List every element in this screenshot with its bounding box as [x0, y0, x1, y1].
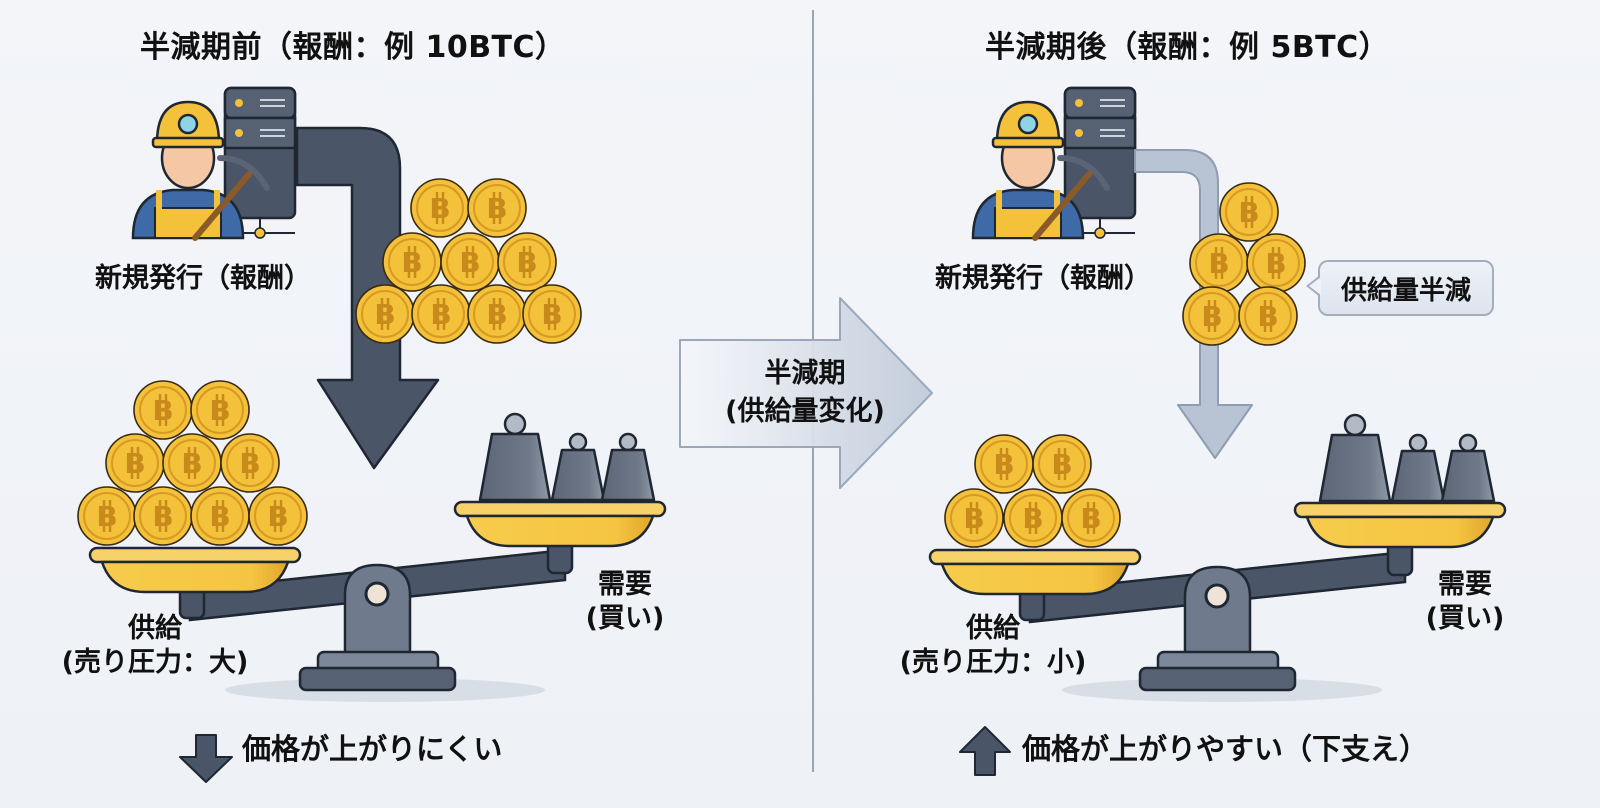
bitcoin-coin-icon: [410, 178, 470, 238]
bitcoin-coin-icon: [133, 380, 193, 440]
arrow-down-icon: [179, 734, 233, 783]
bitcoin-coin-icon: [1189, 233, 1249, 293]
bitcoin-coin-icon: [974, 434, 1034, 494]
before-demand-pan: [453, 500, 667, 548]
after-pan-coins: [944, 434, 1121, 548]
before-result-text: 価格が上がりにくい: [242, 732, 503, 766]
transition-line1: 半減期: [764, 358, 846, 389]
after-title: 半減期後（報酬：例 5BTC）: [985, 30, 1390, 65]
bitcoin-coin-icon: [467, 178, 527, 238]
after-supply-pan: [928, 548, 1142, 596]
bitcoin-coin-icon: [1061, 488, 1121, 548]
bitcoin-coin-icon: [467, 284, 527, 344]
after-supply-line2: (売り圧力：小): [899, 647, 1087, 678]
after-weights-icon: [1318, 413, 1496, 503]
bitcoin-coin-icon: [1219, 182, 1279, 242]
transition-line2: (供給量変化): [725, 396, 885, 427]
bitcoin-coin-icon: [77, 486, 137, 546]
before-supply-line1: 供給: [128, 613, 182, 644]
bitcoin-coin-icon: [497, 232, 557, 292]
bitcoin-coin-icon: [190, 486, 250, 546]
bitcoin-coin-icon: [248, 486, 308, 546]
before-pan-coins: [77, 380, 308, 546]
before-demand-line2: (買い): [585, 603, 665, 634]
bitcoin-coin-icon: [220, 433, 280, 493]
bitcoin-coin-icon: [1238, 286, 1298, 346]
bitcoin-coin-icon: [355, 284, 415, 344]
after-supply-label: 供給 (売り圧力：小): [878, 612, 1108, 680]
arrow-right-icon: [679, 297, 933, 489]
bitcoin-coin-icon: [382, 232, 442, 292]
after-supply-line1: 供給: [966, 613, 1020, 644]
before-supply-line2: (売り圧力：大): [61, 647, 249, 678]
bitcoin-coin-icon: [1032, 434, 1092, 494]
bitcoin-coin-icon: [440, 232, 500, 292]
arrow-up-icon: [959, 726, 1011, 776]
before-issuance-label: 新規発行（報酬）: [95, 263, 311, 294]
supply-halved-callout: 供給量半減: [1306, 260, 1494, 316]
transition-label: 半減期 (供給量変化): [710, 355, 900, 431]
before-demand-label: 需要 (買い): [570, 568, 680, 636]
bitcoin-coin-icon: [190, 380, 250, 440]
after-demand-line2: (買い): [1425, 603, 1505, 634]
before-miner-icon: [133, 88, 295, 238]
bitcoin-coin-icon: [133, 486, 193, 546]
before-weights-icon: [478, 412, 656, 502]
after-issuance-label: 新規発行（報酬）: [935, 263, 1151, 294]
after-issuance-arrow-icon: [1134, 149, 1253, 459]
before-supply-pan: [88, 546, 302, 594]
bitcoin-coin-icon: [1182, 286, 1242, 346]
bitcoin-coin-icon: [1003, 488, 1063, 548]
bitcoin-coin-icon: [105, 433, 165, 493]
bitcoin-coin-icon: [411, 284, 471, 344]
after-miner-icon: [973, 88, 1135, 238]
bitcoin-coin-icon: [162, 433, 222, 493]
bitcoin-coin-icon: [1246, 233, 1306, 293]
before-title: 半減期前（報酬：例 10BTC）: [140, 30, 566, 65]
after-demand-line1: 需要: [1438, 569, 1492, 600]
after-demand-pan: [1293, 501, 1507, 549]
bitcoin-coin-icon: [522, 284, 582, 344]
bitcoin-coin-icon: [944, 488, 1004, 548]
before-fulcrum: [343, 563, 412, 662]
after-result-text: 価格が上がりやすい（下支え）: [1022, 732, 1429, 766]
after-demand-label: 需要 (買い): [1410, 568, 1520, 636]
before-supply-label: 供給 (売り圧力：大): [40, 612, 270, 680]
after-fulcrum: [1183, 565, 1252, 662]
before-demand-line1: 需要: [598, 569, 652, 600]
